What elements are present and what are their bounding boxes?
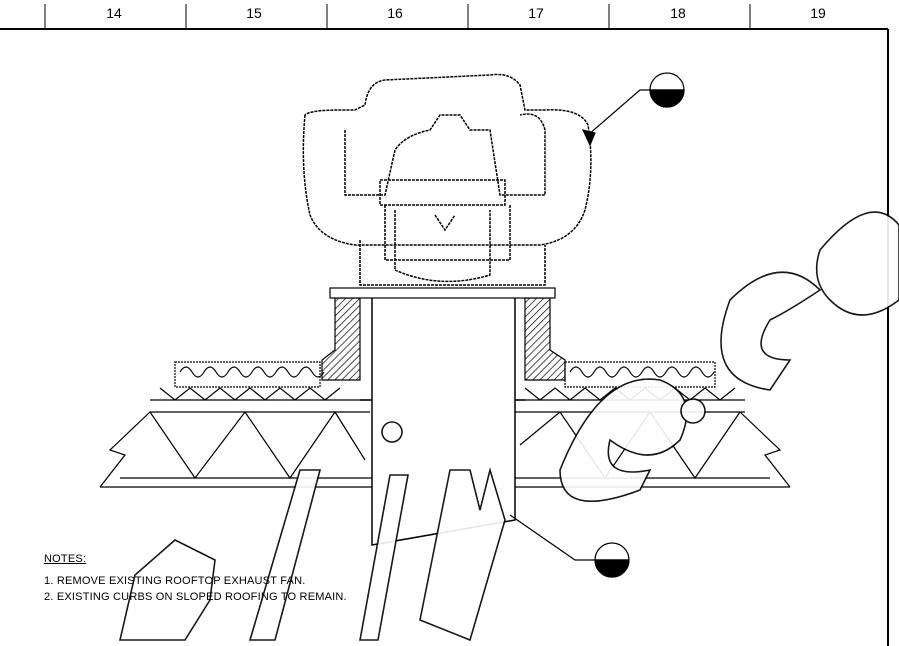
note-item: 1. REMOVE EXISTING ROOFTOP EXHAUST FAN. — [44, 575, 306, 587]
column-number-14: 14 — [106, 5, 122, 21]
notes-block: NOTES: 1. REMOVE EXISTING ROOFTOP EXHAUS… — [44, 553, 347, 607]
note-item: 2. EXISTING CURBS ON SLOPED ROOFING TO R… — [44, 591, 347, 603]
roof-structure — [99, 361, 791, 488]
column-number-19: 19 — [810, 5, 826, 21]
column-number-16: 16 — [387, 5, 403, 21]
notes-heading: NOTES: — [44, 553, 87, 565]
drawing-border — [0, 28, 889, 646]
watermark — [118, 211, 899, 642]
exhaust-fan — [302, 73, 592, 286]
curb — [321, 287, 566, 381]
column-ruler — [44, 4, 751, 28]
column-number-17: 17 — [528, 5, 544, 21]
detail-callouts — [509, 72, 685, 578]
column-number-18: 18 — [670, 5, 686, 21]
column-number-15: 15 — [246, 5, 262, 21]
